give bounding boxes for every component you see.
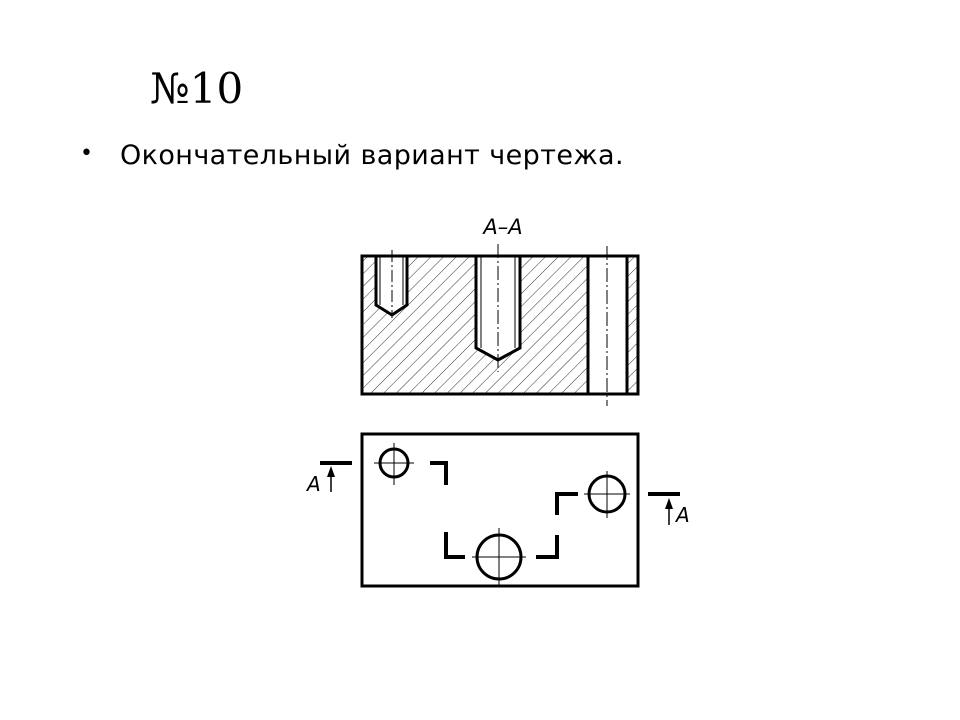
section-outline bbox=[360, 254, 640, 396]
cutting-plane-bend bbox=[430, 461, 448, 485]
bullet-text: Окончательный вариант чертежа. bbox=[120, 140, 624, 171]
cut-arrow-left-head bbox=[327, 466, 335, 477]
plan-view: А А bbox=[305, 432, 690, 588]
slide-title: №10 bbox=[150, 64, 244, 113]
bullet-list: • Окончательный вариант чертежа. bbox=[80, 140, 624, 171]
bullet-item: • Окончательный вариант чертежа. bbox=[80, 140, 624, 171]
technical-drawing: А–А bbox=[290, 200, 710, 600]
plan-outline bbox=[360, 432, 640, 588]
drawing-svg: А–А bbox=[305, 215, 690, 588]
cut-label-right: А bbox=[674, 503, 690, 527]
cutting-plane-bend bbox=[536, 535, 559, 559]
section-label: А–А bbox=[481, 215, 522, 239]
cut-label-left: А bbox=[305, 472, 321, 496]
cutting-plane-bend bbox=[444, 532, 465, 559]
section-view bbox=[360, 244, 640, 406]
cutting-plane-bend bbox=[555, 492, 578, 515]
section-hatching bbox=[362, 256, 638, 394]
bullet-icon: • bbox=[80, 141, 94, 166]
cut-arrow-right-head bbox=[665, 498, 673, 509]
